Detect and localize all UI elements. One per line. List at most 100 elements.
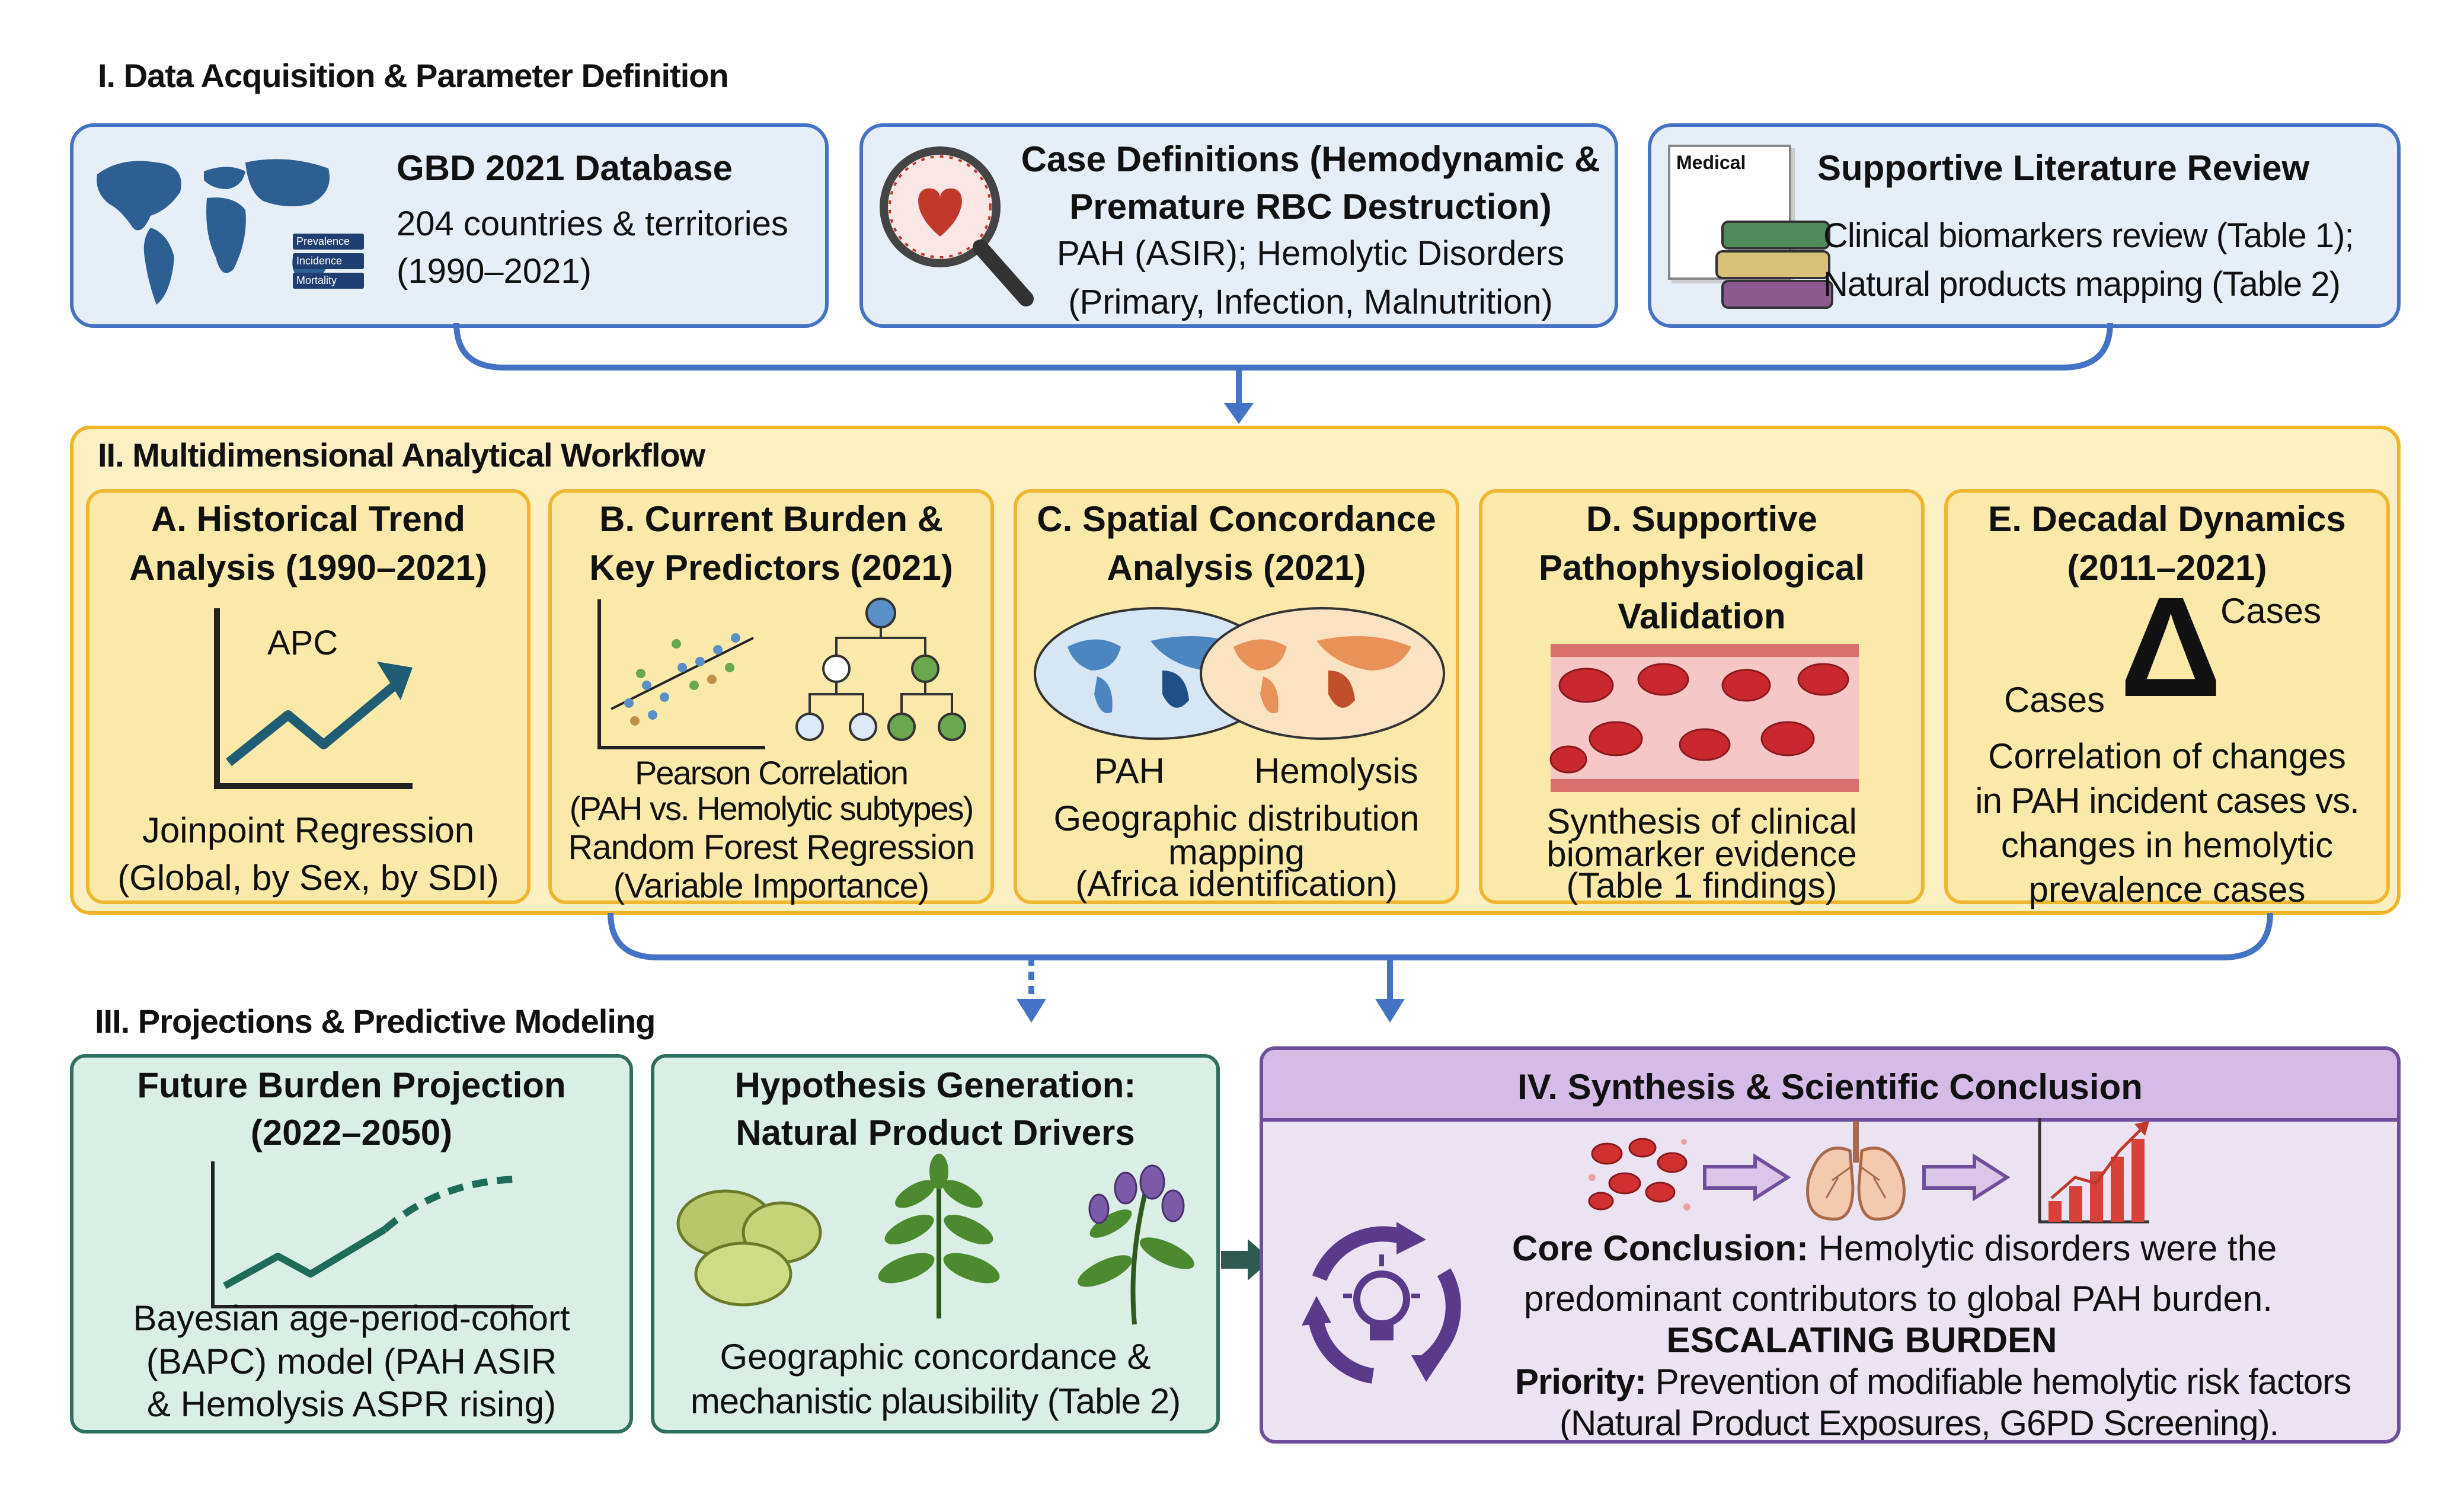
blood-vessel-icon bbox=[1549, 644, 1859, 792]
world-map-icon bbox=[97, 159, 330, 305]
priority-text-1: Prevention of modifiable hemolytic risk … bbox=[1655, 1362, 2352, 1401]
legend-mortality: Mortality bbox=[293, 273, 364, 289]
panel-d-line-1: Synthesis of clinical bbox=[1546, 802, 1857, 841]
hypo-line-2: mechanistic plausibility (Table 2) bbox=[690, 1381, 1181, 1421]
hypothesis-box: Hypothesis Generation: Natural Product D… bbox=[651, 1054, 1220, 1433]
idea-cycle-icon bbox=[1302, 1222, 1461, 1384]
synthesis-box: IV. Synthesis & Scientific Conclusion bbox=[1260, 1046, 2401, 1444]
red-blood-cells-icon bbox=[1588, 1138, 1690, 1211]
escalating-burden: ESCALATING BURDEN bbox=[1666, 1320, 2057, 1360]
gbd-line1: 204 countries & territories bbox=[397, 205, 788, 243]
panel-b-current-burden: B. Current Burden & Key Predictors (2021… bbox=[548, 489, 994, 905]
panel-c-spatial-concordance: C. Spatial Concordance Analysis (2021) P… bbox=[1014, 489, 1459, 904]
section-4-title: IV. Synthesis & Scientific Conclusion bbox=[1517, 1067, 2143, 1107]
panel-e-title-2: (2011–2021) bbox=[2067, 548, 2267, 588]
section-1-title: I. Data Acquisition & Parameter Definiti… bbox=[98, 57, 729, 94]
panel-e-line-2: in PAH incident cases vs. bbox=[1975, 781, 2360, 820]
gbd-title: GBD 2021 Database bbox=[397, 148, 733, 188]
panel-c-title-2: Analysis (2021) bbox=[1107, 548, 1366, 588]
projection-chart-icon bbox=[211, 1161, 533, 1308]
priority-label: Priority: bbox=[1515, 1362, 1647, 1401]
magnifier-heart-icon bbox=[880, 146, 1034, 306]
cases-right-label: Cases bbox=[2220, 591, 2322, 631]
panel-a-line-1: Joinpoint Regression bbox=[142, 810, 475, 850]
apc-label: APC bbox=[267, 624, 338, 662]
gbd-database-box: Prevalence Incidence Mortality GBD 2021 … bbox=[70, 123, 829, 328]
panel-d-line-3: (Table 1 findings) bbox=[1566, 866, 1837, 905]
right-arrow-icon bbox=[1922, 1153, 2011, 1202]
panel-a-title-1: A. Historical Trend bbox=[151, 499, 466, 539]
priority-line-1: Priority: Prevention of modifiable hemol… bbox=[1515, 1361, 2351, 1402]
herb-plant-icon bbox=[878, 1154, 1000, 1318]
core-conclusion-line-1: Core Conclusion: Hemolytic disorders wer… bbox=[1512, 1228, 2277, 1269]
case-line-1: PAH (ASIR); Hemolytic Disorders bbox=[1056, 234, 1565, 273]
future-line-3: & Hemolysis ASPR rising) bbox=[146, 1384, 557, 1424]
case-title-1: Case Definitions (Hemodynamic & bbox=[1021, 139, 1600, 179]
panel-b-title-2: Key Predictors (2021) bbox=[589, 548, 953, 588]
future-burden-box: Future Burden Projection (2022–2050) Bay… bbox=[70, 1054, 633, 1433]
case-definitions-box: Case Definitions (Hemodynamic & Prematur… bbox=[859, 123, 1618, 328]
gbd-legend: Prevalence Incidence Mortality bbox=[293, 234, 364, 289]
panel-d-title-1: D. Supportive bbox=[1586, 499, 1818, 539]
scatter-plot-icon bbox=[597, 599, 765, 749]
hypo-title-2: Natural Product Drivers bbox=[736, 1113, 1135, 1152]
panel-a-line-2: (Global, by Sex, by SDI) bbox=[117, 858, 499, 898]
lungs-icon bbox=[1806, 1121, 1906, 1221]
future-line-1: Bayesian age-period-cohort bbox=[133, 1298, 570, 1338]
fava-beans-icon bbox=[676, 1189, 822, 1307]
panel-d-title-3: Validation bbox=[1618, 596, 1786, 636]
panel-d-line-2: biomarker evidence bbox=[1546, 834, 1857, 874]
map-label-hemolysis: Hemolysis bbox=[1254, 751, 1418, 791]
core-conclusion-label: Core Conclusion: bbox=[1512, 1228, 1809, 1268]
case-line-2: (Primary, Infection, Malnutrition) bbox=[1068, 283, 1553, 321]
panel-b-line-2: (PAH vs. Hemolytic subtypes) bbox=[569, 790, 974, 827]
case-title-2: Premature RBC Destruction) bbox=[1069, 187, 1552, 226]
panel-c-line-2: mapping bbox=[1168, 832, 1305, 872]
panel-b-line-3: Random Forest Regression bbox=[568, 828, 974, 867]
future-line-2: (BAPC) model (PAH ASIR bbox=[146, 1342, 557, 1381]
cases-left-label: Cases bbox=[2004, 680, 2105, 720]
section-3-title: III. Projections & Predictive Modeling bbox=[95, 1002, 656, 1040]
book-stack-icon bbox=[1715, 221, 1833, 309]
hypo-line-1: Geographic concordance & bbox=[720, 1337, 1151, 1377]
panel-a-title-2: Analysis (1990–2021) bbox=[129, 548, 487, 588]
lit-line-2: Natural products mapping (Table 2) bbox=[1823, 265, 2341, 304]
panel-c-line-3: (Africa identification) bbox=[1075, 864, 1398, 903]
map-label-pah: PAH bbox=[1094, 751, 1165, 791]
priority-text-2: (Natural Product Exposures, G6PD Screeni… bbox=[1559, 1403, 2279, 1443]
synthesis-header bbox=[1263, 1050, 2397, 1122]
rising-bar-chart-icon bbox=[2038, 1118, 2149, 1224]
medical-badge: Medical bbox=[1676, 152, 1746, 173]
panel-d-pathophysiological: D. Supportive Pathophysiological Validat… bbox=[1479, 489, 1925, 905]
section-2-title: II. Multidimensional Analytical Workflow bbox=[98, 436, 705, 474]
world-maps-icon bbox=[1034, 607, 1445, 740]
connector-section1-to-2 bbox=[453, 323, 2113, 424]
future-title-2: (2022–2050) bbox=[250, 1113, 453, 1152]
literature-review-box: Medical Supportive Literature Review Cli… bbox=[1648, 123, 2401, 328]
panel-b-line-1: Pearson Correlation bbox=[634, 754, 909, 791]
delta-symbol: Δ bbox=[2120, 567, 2222, 726]
panel-d-title-2: Pathophysiological bbox=[1538, 548, 1865, 588]
panel-e-decadal-dynamics: E. Decadal Dynamics (2011–2021) Δ Cases … bbox=[1944, 489, 2390, 909]
core-conclusion-text-2: predominant contributors to global PAH b… bbox=[1524, 1279, 2273, 1318]
flowering-plant-icon bbox=[1078, 1164, 1194, 1325]
lit-line-1: Clinical biomarkers review (Table 1); bbox=[1823, 216, 2354, 255]
legend-incidence: Incidence bbox=[293, 253, 364, 269]
panel-e-line-3: changes in hemolytic bbox=[2000, 825, 2334, 865]
panel-c-line-1: Geographic distribution bbox=[1053, 799, 1420, 838]
trend-chart-icon bbox=[214, 608, 413, 789]
panel-e-line-4: prevalence cases bbox=[2028, 870, 2306, 909]
lit-title: Supportive Literature Review bbox=[1817, 148, 2310, 188]
panel-c-title-1: C. Spatial Concordance bbox=[1037, 499, 1436, 539]
gbd-line2: (1990–2021) bbox=[397, 252, 592, 290]
legend-prevalence: Prevalence bbox=[293, 234, 364, 250]
future-title-1: Future Burden Projection bbox=[137, 1065, 566, 1105]
panel-e-line-1: Correlation of changes bbox=[1988, 736, 2346, 776]
panel-b-title-1: B. Current Burden & bbox=[599, 499, 944, 539]
hypo-title-1: Hypothesis Generation: bbox=[734, 1065, 1136, 1105]
panel-e-title-1: E. Decadal Dynamics bbox=[1988, 499, 2346, 539]
panel-a-historical-trend: A. Historical Trend Analysis (1990–2021)… bbox=[86, 489, 530, 904]
core-conclusion-text-1: Hemolytic disorders were the bbox=[1818, 1228, 2277, 1268]
decision-tree-icon bbox=[795, 598, 966, 741]
right-arrow-icon bbox=[1703, 1153, 1791, 1202]
